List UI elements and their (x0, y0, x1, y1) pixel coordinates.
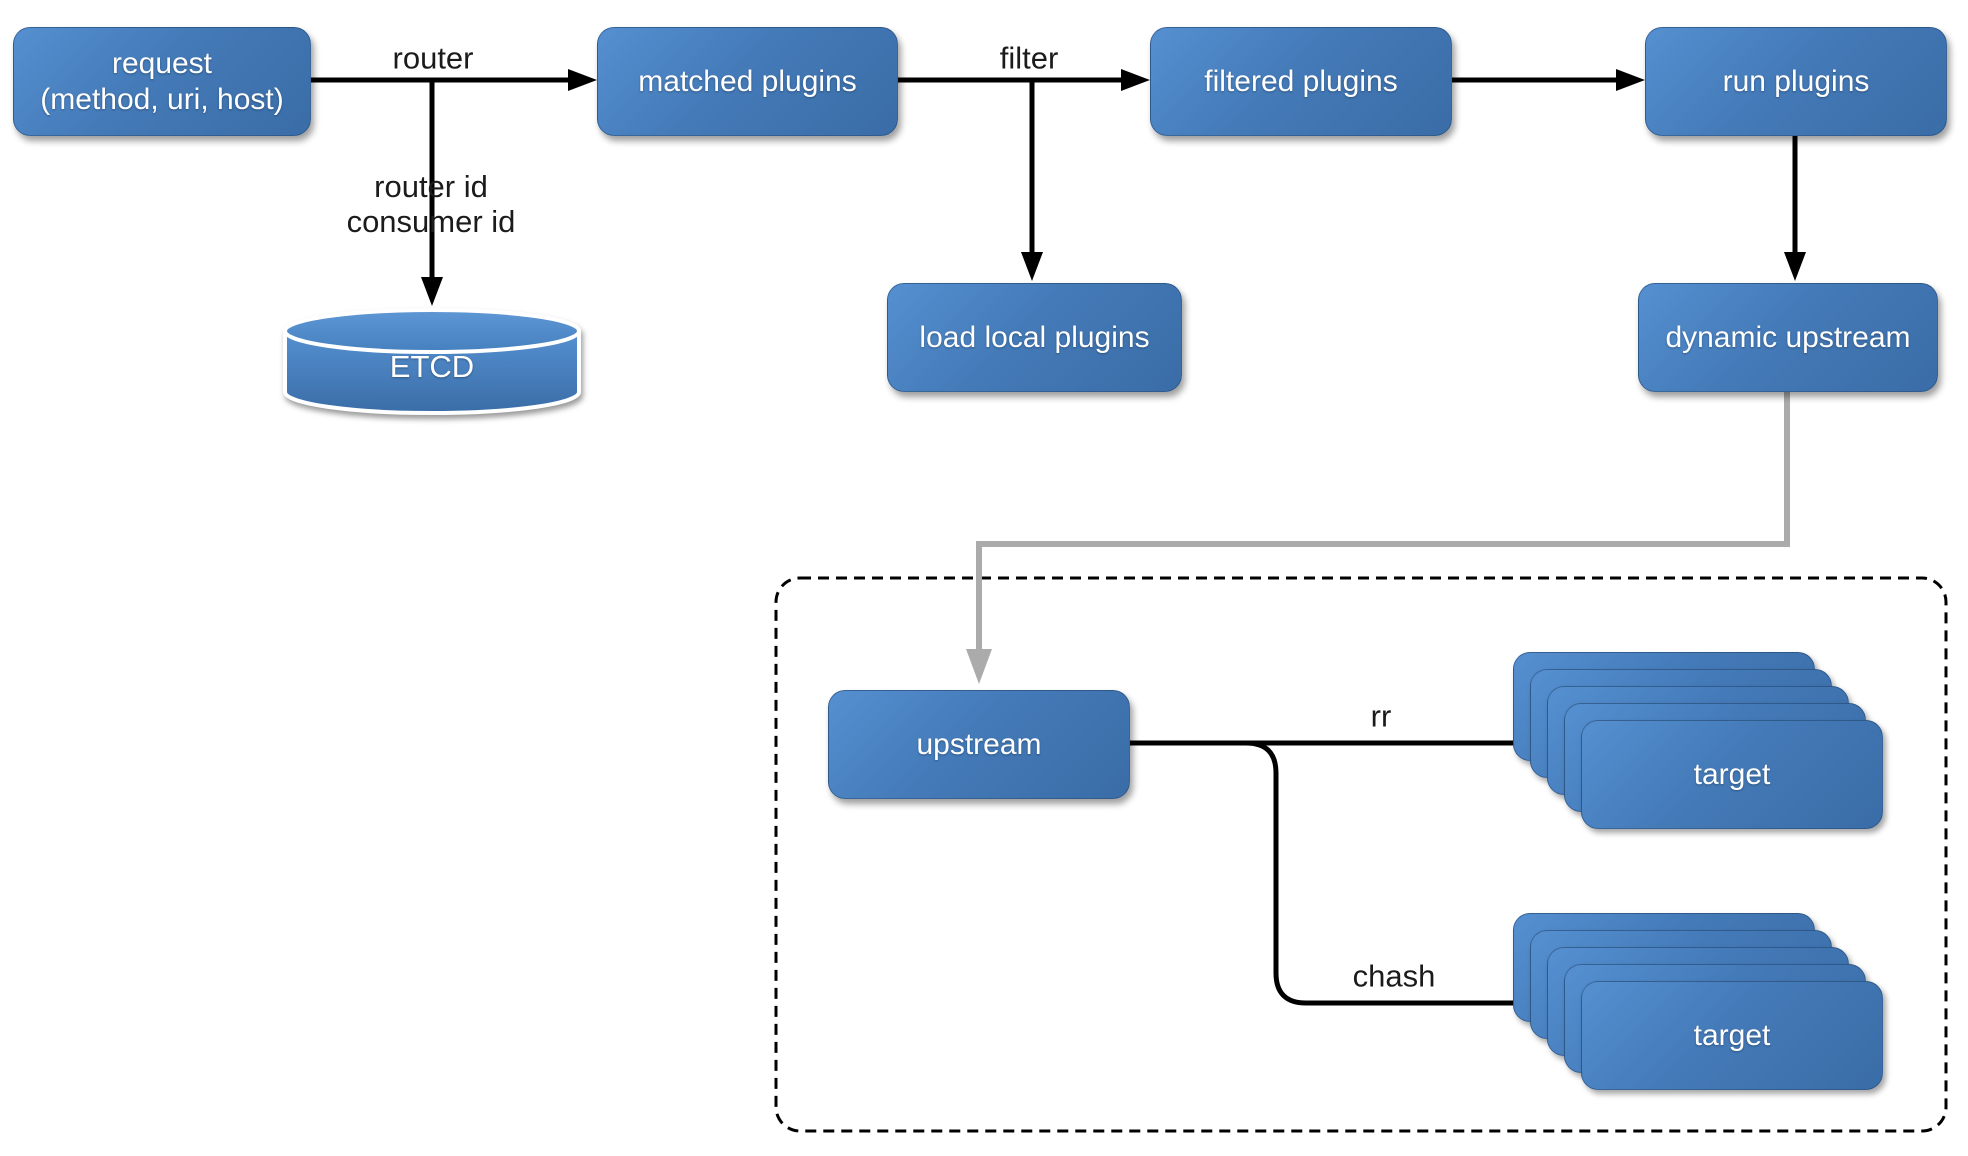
edge-router-label: router (392, 40, 474, 76)
node-request: request (method, uri, host) (13, 27, 311, 136)
node-dynamic-upstream: dynamic upstream (1638, 283, 1938, 392)
node-load-local-plugins: load local plugins (887, 283, 1182, 392)
target-chash-label: target (1693, 1018, 1771, 1052)
edge-load-local-arrowhead (1021, 252, 1043, 281)
stack-layer-front: target (1581, 981, 1883, 1090)
edge-rr-label: rr (1370, 698, 1392, 734)
edge-router-consumer-id-label: router id consumer id (346, 169, 516, 239)
edge-router-id-arrowhead (421, 277, 443, 306)
stack-layer-front: target (1581, 720, 1883, 829)
node-filtered-plugins-label: filtered plugins (1204, 64, 1398, 98)
node-upstream-label: upstream (916, 727, 1042, 761)
edge-filter-label: filter (999, 40, 1059, 76)
target-stack-rr: target (1513, 652, 1883, 829)
node-run-plugins-label: run plugins (1722, 64, 1870, 98)
edge-chash-label: chash (1352, 958, 1436, 994)
node-load-local-plugins-label: load local plugins (919, 320, 1150, 354)
edge-router-arrowhead (568, 69, 597, 91)
node-request-label: request (method, uri, host) (40, 46, 284, 116)
node-dynamic-upstream-label: dynamic upstream (1665, 320, 1911, 354)
node-upstream: upstream (828, 690, 1130, 799)
etcd-label: ETCD (389, 349, 475, 384)
edge-dynamic-upstream-arrowhead (1784, 252, 1806, 281)
node-filtered-plugins: filtered plugins (1150, 27, 1452, 136)
edge-filter-arrowhead (1121, 69, 1150, 91)
node-matched-plugins: matched plugins (597, 27, 898, 136)
edge-gray-connector-line (976, 389, 1790, 650)
target-rr-label: target (1693, 757, 1771, 791)
node-matched-plugins-label: matched plugins (638, 64, 857, 98)
edge-gray-connector-arrowhead (966, 649, 992, 684)
edge-run-plugins-arrowhead (1616, 69, 1645, 91)
target-stack-chash: target (1513, 913, 1883, 1090)
etcd-cylinder-top (283, 308, 581, 354)
node-run-plugins: run plugins (1645, 27, 1947, 136)
